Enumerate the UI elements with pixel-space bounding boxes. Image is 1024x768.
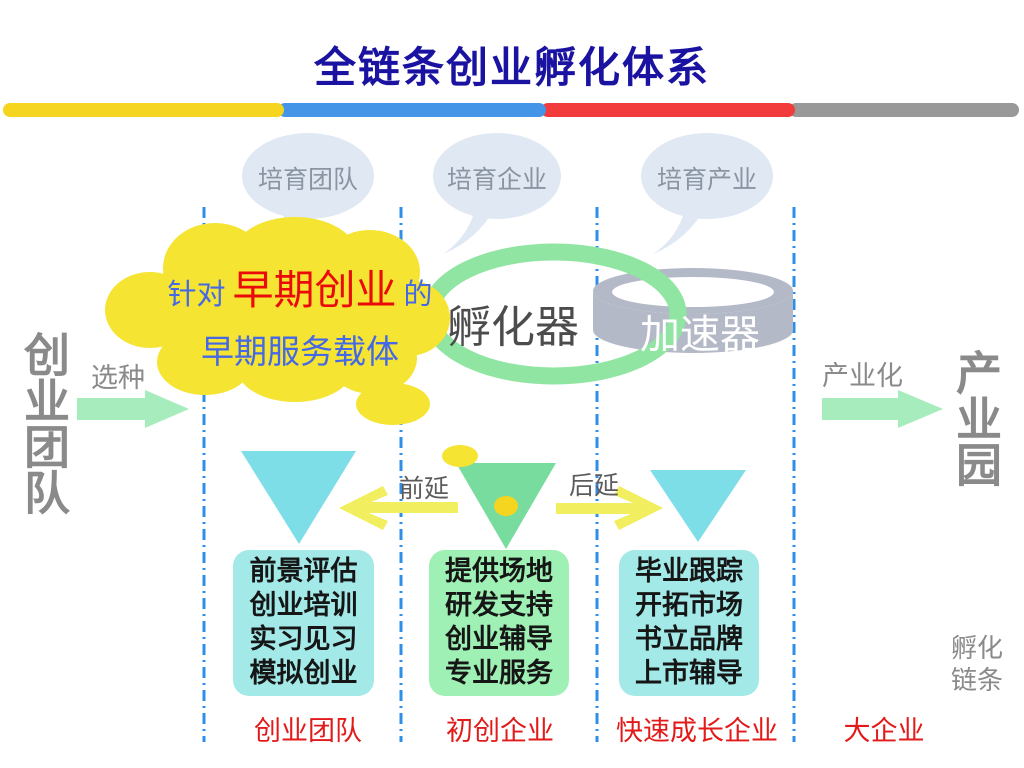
incubation-chain-label: 孵化 链条 <box>946 633 1008 697</box>
service-item: 提供场地 <box>445 556 553 587</box>
service-item: 书立品牌 <box>635 624 743 655</box>
stage-label-big-enterprise: 大企业 <box>843 716 925 747</box>
service-item: 前景评估 <box>249 556 358 587</box>
stage-label-startup: 初创企业 <box>446 716 554 747</box>
service-item: 研发支持 <box>445 590 553 621</box>
service-item: 上市辅导 <box>635 658 743 689</box>
extend-forward-label: 后延 <box>569 471 620 500</box>
accelerator-label: 加速器 <box>640 312 760 358</box>
cloud-text-highlight: 早期创业 <box>232 266 397 314</box>
chain-label-line2: 链条 <box>950 666 1003 696</box>
chain-label-line1: 孵化 <box>950 634 1003 664</box>
bar-segment-gray <box>789 103 1019 117</box>
cloud-text-line1: 针对 早期创业 的 <box>135 256 465 316</box>
incubator-label: 孵化器 <box>447 302 579 353</box>
speech-bubble-2 <box>433 133 561 254</box>
thought-dot-3 <box>494 496 518 516</box>
service-item: 创业培训 <box>249 590 358 621</box>
industrialize-arrow-label: 产业化 <box>822 361 903 392</box>
service-item: 毕业跟踪 <box>635 556 743 587</box>
cloud-text-line2: 早期服务载体 <box>201 332 399 371</box>
service-item: 开拓市场 <box>635 590 743 621</box>
extend-forward-arrow <box>556 486 663 530</box>
bubble-label-team: 培育团队 <box>257 165 358 194</box>
service-item: 创业辅导 <box>445 624 553 655</box>
seed-arrow-label: 选种 <box>91 363 145 394</box>
page-title: 全链条创业孵化体系 <box>313 43 710 92</box>
bar-segment-blue <box>278 103 546 117</box>
cloud-text-prefix: 针对 <box>167 277 226 311</box>
right-entity-label: 产业园 <box>949 349 1003 487</box>
bar-segment-yellow <box>3 103 284 117</box>
triangle-team-funnel <box>241 451 356 544</box>
cloud-text-suffix: 的 <box>403 277 433 311</box>
thought-dot-1 <box>356 383 430 425</box>
idea-cloud <box>105 217 450 402</box>
service-item: 专业服务 <box>445 658 553 689</box>
services-box-startup: 提供场地 研发支持 创业辅导 专业服务 <box>429 550 569 696</box>
seed-arrow <box>77 390 189 428</box>
services-box-team: 前景评估 创业培训 实习见习 模拟创业 <box>233 550 374 696</box>
services-box-growth: 毕业跟踪 开拓市场 书立品牌 上市辅导 <box>619 550 759 696</box>
stage-label-team: 创业团队 <box>254 716 362 747</box>
industrialize-arrow <box>822 390 943 428</box>
extend-back-label: 前延 <box>399 474 450 503</box>
stage-label-growth: 快速成长企业 <box>616 716 778 747</box>
triangle-growth-funnel <box>650 470 746 542</box>
bubble-label-industry: 培育产业 <box>656 165 757 194</box>
thought-dot-2 <box>442 445 478 467</box>
bubble-label-enterprise: 培育企业 <box>446 165 547 194</box>
left-entity-label: 创业团队 <box>17 331 71 515</box>
speech-bubble-3 <box>641 133 773 254</box>
service-item: 实习见习 <box>249 624 358 655</box>
service-item: 模拟创业 <box>249 658 358 689</box>
bar-segment-red <box>541 103 795 117</box>
extend-back-arrow <box>339 486 458 530</box>
